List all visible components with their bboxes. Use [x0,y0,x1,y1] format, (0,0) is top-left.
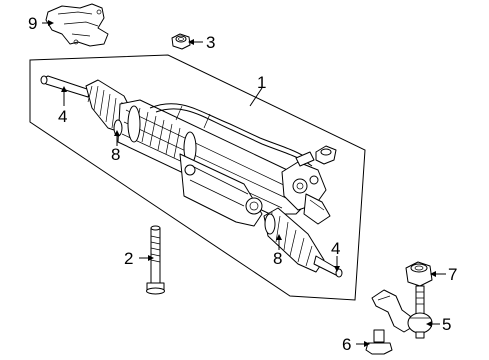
assembly-outline-box [29,54,366,301]
right-boot [263,207,325,273]
callout-2: 2 [124,249,133,268]
callout-1: 1 [257,73,266,92]
housing-ribs [127,105,197,165]
steering-rack-assembly [40,75,343,278]
heat-shield-part [45,3,109,47]
lock-nut-part [405,261,433,287]
callout-8-right: 8 [273,249,282,268]
callout-4-right: 4 [331,239,340,258]
valve-body [281,145,337,225]
callout-7: 7 [448,265,457,284]
tie-rod-end-part [371,285,433,339]
small-bolt-part [365,329,393,355]
nut-part [171,33,191,50]
callout-8-left: 8 [111,145,120,164]
callout-9: 9 [28,14,37,33]
callout-6: 6 [342,335,351,354]
callout-4-left: 4 [58,107,67,126]
bolt-part [146,225,165,295]
leader-lines [42,20,446,347]
callout-5: 5 [442,315,451,334]
callout-3: 3 [206,33,215,52]
